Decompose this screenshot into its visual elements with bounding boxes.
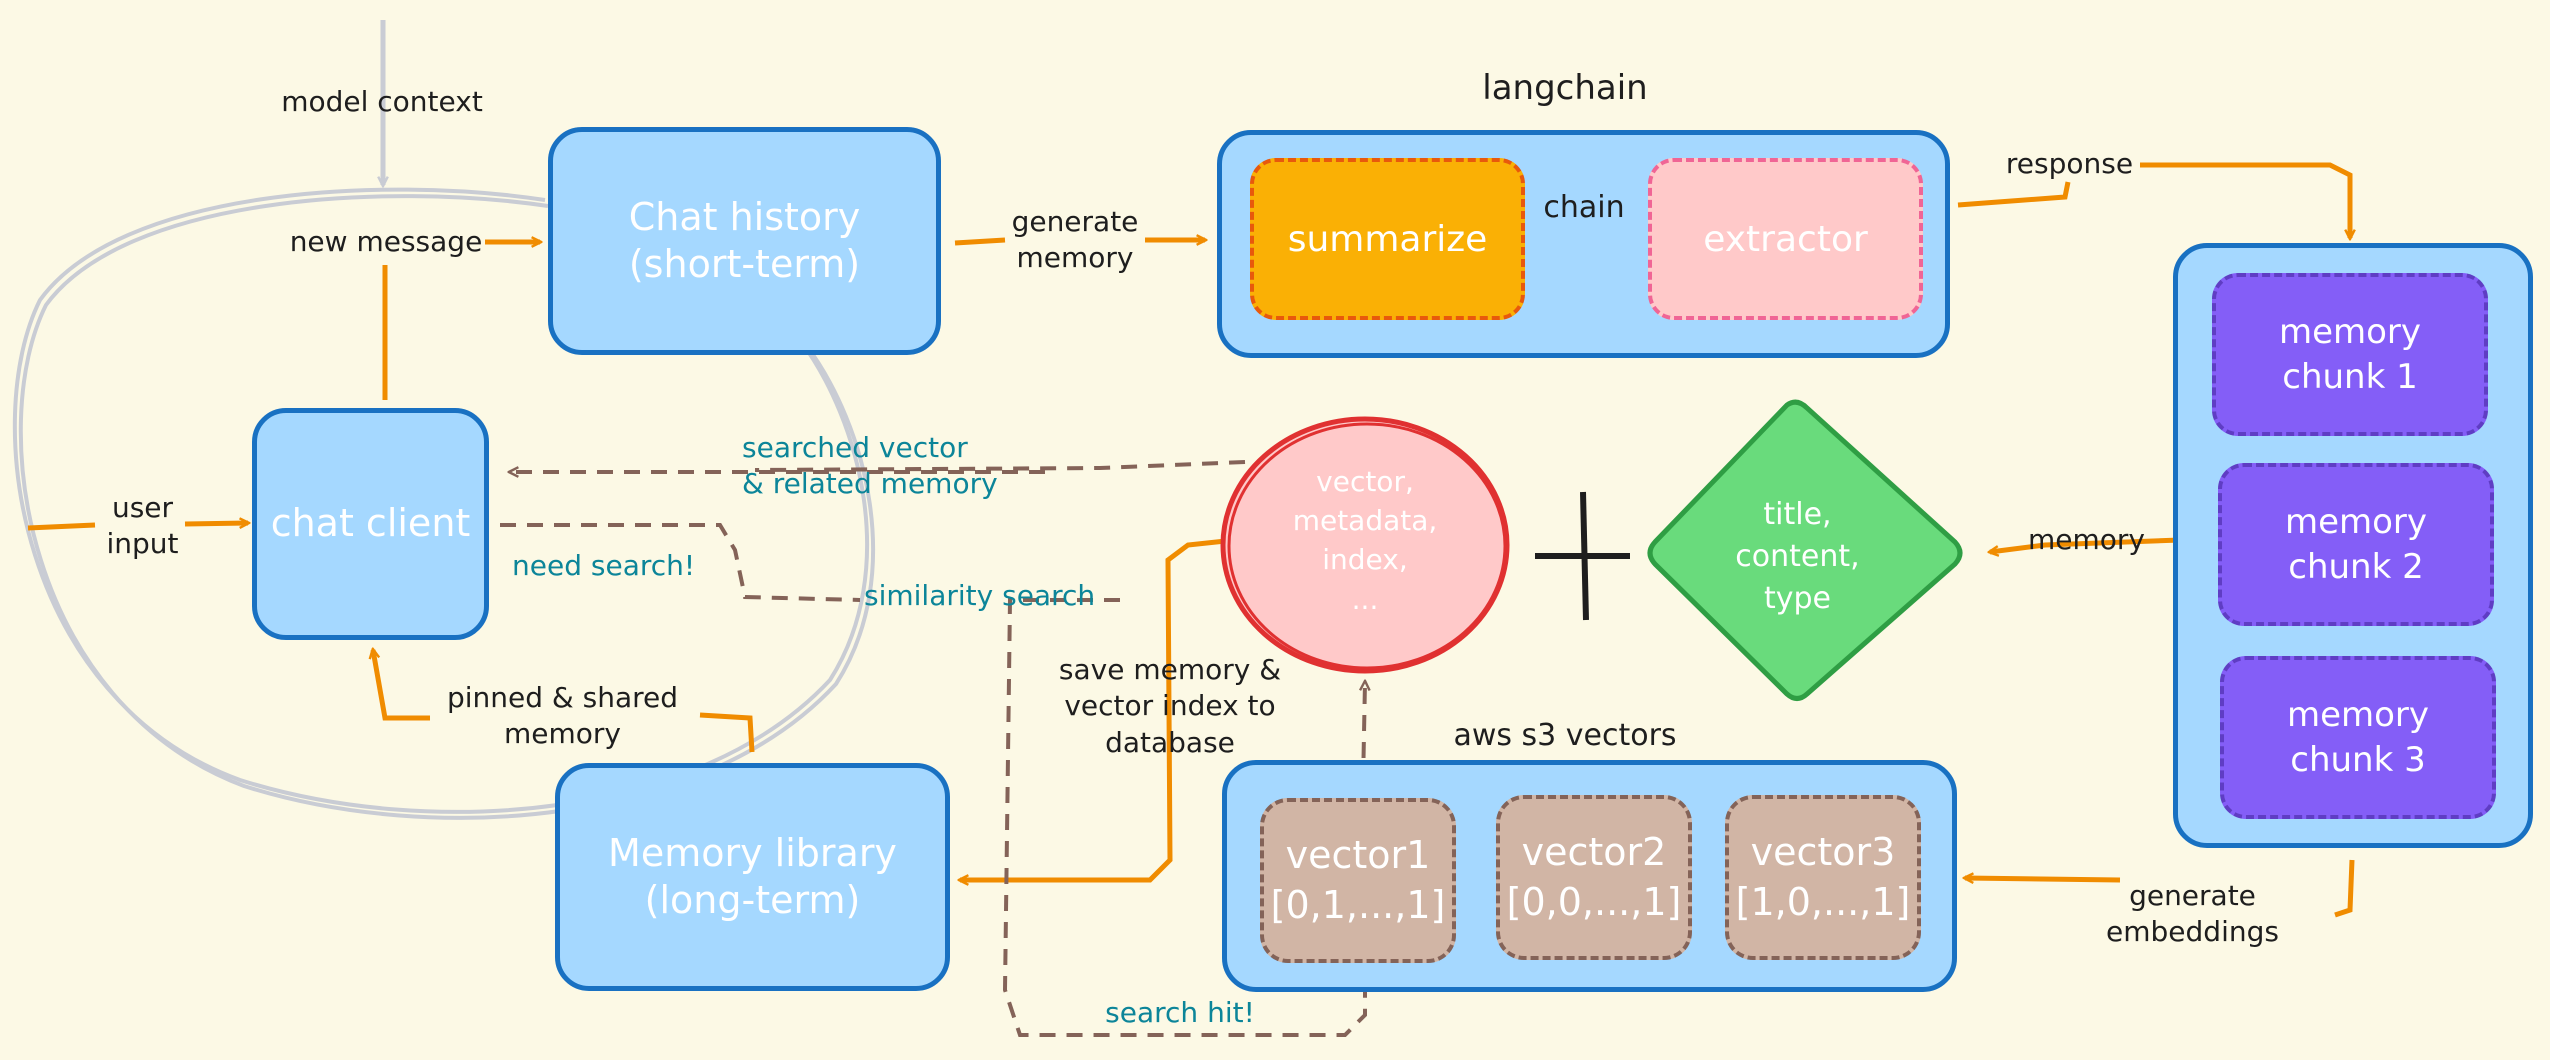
vector-circle — [1220, 416, 1510, 674]
plus-sign — [1535, 491, 1630, 621]
chat-client-label: chat client — [270, 501, 471, 546]
generate-memory-label: generate memory — [1011, 205, 1139, 275]
new-message-label: new message — [289, 225, 483, 258]
new-message-arrow — [382, 242, 540, 400]
chat-client-box[interactable]: chat client — [252, 408, 489, 640]
response-label: response — [2005, 147, 2134, 180]
save-memory-label: save memory & vector index to database — [1058, 653, 1282, 759]
model-context-label: model context — [281, 85, 483, 118]
dashed-arrows — [500, 460, 1365, 1037]
vector1-label: vector1 [0,1,...,1] — [1270, 833, 1446, 927]
summarize-label: summarize — [1287, 218, 1488, 260]
langchain-title: langchain — [1482, 68, 1648, 108]
summarize-box[interactable]: summarize — [1250, 158, 1525, 320]
search-hit-label: search hit! — [1105, 996, 1255, 1029]
searched-vector-arrow — [510, 460, 1246, 472]
diamond-shape — [1647, 399, 1963, 701]
context-loop — [12, 187, 875, 820]
user-input-arrow — [27, 523, 248, 528]
need-search-label: need search! — [512, 549, 696, 582]
vector1-box[interactable]: vector1 [0,1,...,1] — [1260, 798, 1456, 963]
generate-embeddings-arrow — [1965, 859, 2355, 918]
pinned-shared-label: pinned & shared memory — [446, 681, 679, 751]
memory-label: memory — [2028, 523, 2145, 556]
chat-history-label: Chat history (short-term) — [628, 194, 861, 287]
memory-chunk-3[interactable]: memory chunk 3 — [2220, 656, 2496, 819]
vector3-label: vector3 [1,0,...,1] — [1735, 830, 1911, 924]
memory-chunk-1-label: memory chunk 1 — [2278, 312, 2422, 397]
user-input-label: user input — [106, 491, 179, 561]
memory-library-label: Memory library (long-term) — [608, 830, 897, 923]
pinned-memory-arrow — [373, 650, 755, 753]
s3-title: aws s3 vectors — [1453, 718, 1677, 753]
memory-chunk-3-label: memory chunk 3 — [2286, 695, 2430, 780]
similarity-search-label: similarity search — [864, 579, 1096, 612]
memory-chunk-1[interactable]: memory chunk 1 — [2212, 273, 2488, 436]
extractor-box[interactable]: extractor — [1648, 158, 1923, 320]
memory-library-box[interactable]: Memory library (long-term) — [555, 763, 950, 991]
response-arrow — [1957, 162, 2350, 238]
generate-memory-arrow — [954, 240, 1205, 243]
vector3-box[interactable]: vector3 [1,0,...,1] — [1725, 795, 1921, 960]
vector-circle-label: vector, metadata, index, ... — [1292, 465, 1438, 616]
vector2-label: vector2 [0,0,...,1] — [1506, 830, 1682, 924]
extractor-label: extractor — [1703, 218, 1868, 260]
orange-arrows — [27, 162, 2355, 918]
searched-vector-label: searched vector & related memory — [742, 431, 998, 501]
memory-chunk-2[interactable]: memory chunk 2 — [2218, 463, 2494, 626]
save-memory-arrow — [960, 537, 1236, 880]
chain-label: chain — [1543, 190, 1625, 225]
need-search-path — [500, 523, 1365, 1037]
vector2-box[interactable]: vector2 [0,0,...,1] — [1496, 795, 1692, 960]
diamond-label: title, content, type — [1735, 497, 1860, 616]
generate-embeddings-label: generate embeddings — [2106, 879, 2279, 949]
s3-to-circle-arrow — [1363, 682, 1365, 786]
memory-chunk-2-label: memory chunk 2 — [2284, 502, 2428, 587]
chat-history-box[interactable]: Chat history (short-term) — [548, 127, 941, 355]
